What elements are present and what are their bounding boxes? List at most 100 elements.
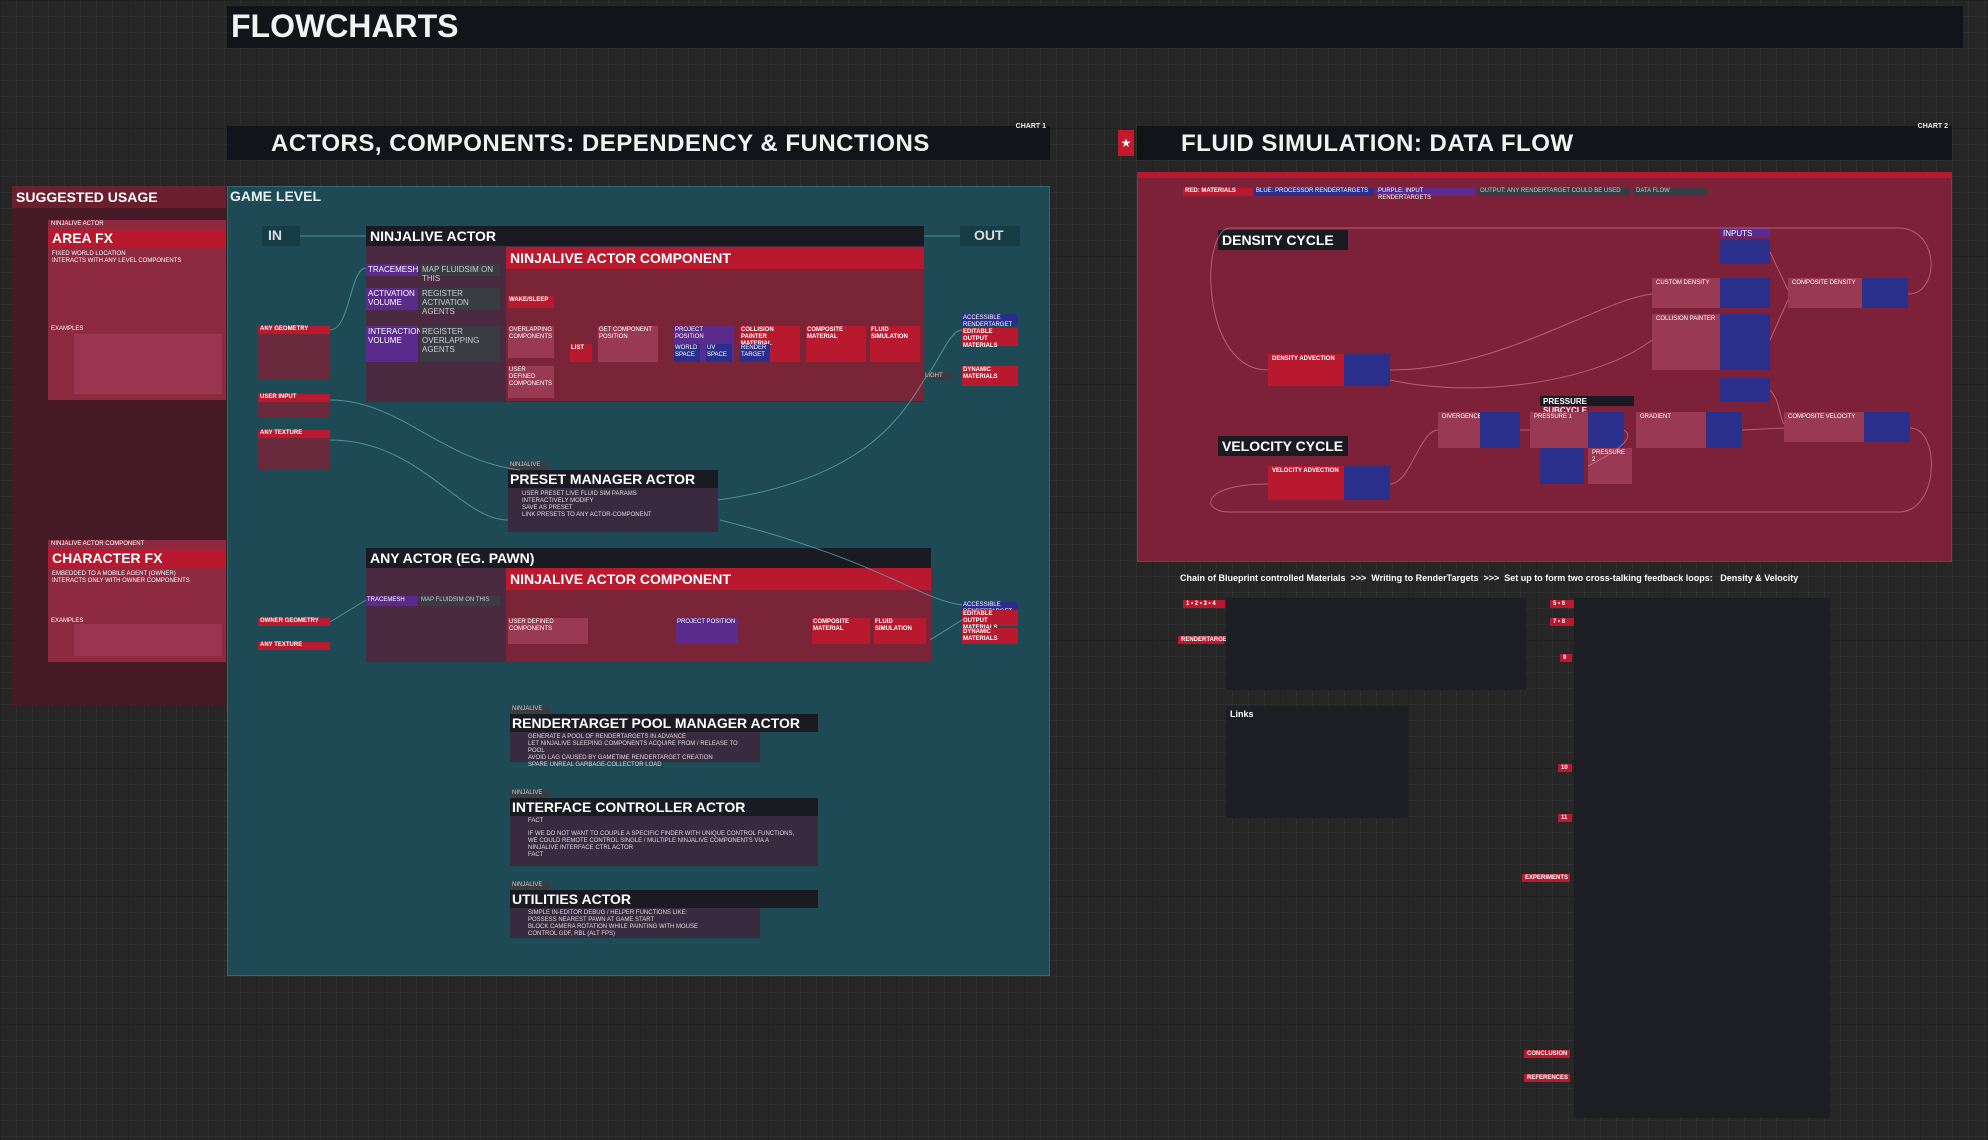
output-editable-materials[interactable]: EDITABLE OUTPUT MATERIALS bbox=[962, 328, 1018, 349]
c2-gradient[interactable]: GRADIENT bbox=[1636, 412, 1706, 448]
input-any-geometry[interactable]: ANY GEOMETRY bbox=[258, 326, 330, 334]
rt-pool-body: GENERATE A POOL OF RENDERTARGETS IN ADVA… bbox=[510, 732, 760, 768]
actor-row-activation[interactable]: ACTIVATION VOLUME bbox=[366, 288, 418, 310]
node-list[interactable]: LIST bbox=[570, 344, 592, 362]
character-fx-examples-box bbox=[74, 624, 222, 656]
chart2-marker[interactable]: ★ bbox=[1118, 130, 1134, 156]
any-actor-title: ANY ACTOR (EG. PAWN) bbox=[370, 550, 535, 566]
any-actor-tracemesh[interactable]: TRACEMESH bbox=[366, 596, 418, 606]
interface-title: INTERFACE CONTROLLER ACTOR bbox=[512, 799, 746, 815]
c2-divergence-rt[interactable] bbox=[1480, 412, 1520, 448]
output-light[interactable]: LIGHT bbox=[924, 372, 954, 380]
preset-line-2: INTERACTIVELY MODIFY bbox=[522, 498, 594, 504]
doc-tag-references: REFERENCES bbox=[1524, 1074, 1570, 1082]
node-uv-space[interactable]: UV SPACE bbox=[706, 344, 732, 362]
chart2-tag: CHART 2 bbox=[1917, 123, 1948, 130]
actor-row-tracemesh[interactable]: TRACEMESH bbox=[366, 264, 419, 276]
ninjalive-actor-header: NINJALIVE ACTOR bbox=[366, 226, 924, 246]
owner-geometry-input[interactable]: OWNER GEOMETRY bbox=[258, 618, 330, 626]
c2-collision-painter[interactable]: COLLISION PAINTER bbox=[1652, 314, 1720, 370]
node-world-space[interactable]: WORLD SPACE bbox=[674, 344, 700, 362]
c2-pressure-2-rt-a[interactable] bbox=[1540, 448, 1584, 484]
out-label: OUT bbox=[974, 227, 1004, 243]
node-fluid-simulation[interactable]: FLUID SIMULATION bbox=[870, 326, 920, 362]
ninjalive-actor-title: NINJALIVE ACTOR bbox=[370, 228, 497, 244]
utilities-line-2: POSSESS NEAREST PAWN AT GAME START bbox=[528, 917, 655, 923]
any-actor-component-header: NINJALIVE ACTOR COMPONENT bbox=[506, 568, 931, 590]
c2-pressure-2[interactable]: PRESSURE 2 bbox=[1588, 448, 1632, 484]
chart2-footer: Chain of Blueprint controlled Materials … bbox=[1180, 573, 1799, 583]
doc-tag-7-8: 7 • 8 bbox=[1550, 618, 1580, 626]
input-user-input-list bbox=[258, 402, 330, 418]
any-actor-output-editable[interactable]: EDITABLE OUTPUT MATERIALS bbox=[962, 610, 1018, 631]
suggested-usage-label: SUGGESTED USAGE bbox=[16, 189, 158, 205]
c2-custom-density[interactable]: CUSTOM DENSITY bbox=[1652, 278, 1720, 308]
density-cycle-text: DENSITY CYCLE bbox=[1222, 232, 1334, 248]
any-actor-fluid[interactable]: FLUID SIMULATION bbox=[874, 618, 926, 644]
c2-custom-density-rt[interactable] bbox=[1720, 278, 1770, 308]
fluid-sim-header-strip bbox=[1137, 172, 1952, 178]
doc-block-rt-notes bbox=[1226, 654, 1526, 690]
c2-composite-density[interactable]: COMPOSITE DENSITY bbox=[1788, 278, 1862, 308]
c2-inputs-rt[interactable] bbox=[1720, 240, 1770, 264]
chart1-title-bar: ACTORS, COMPONENTS: DEPENDENCY & FUNCTIO… bbox=[227, 123, 1050, 160]
any-actor-map[interactable]: MAP FLUIDSIM ON THIS bbox=[420, 596, 500, 606]
c2-collision-rt[interactable] bbox=[1720, 314, 1770, 370]
c2-density-rt[interactable] bbox=[1344, 354, 1390, 386]
preset-body: USER PRESET LIVE FLUID SIM PARAMS INTERA… bbox=[508, 488, 718, 532]
area-fx-kicker: NINJALIVE ACTOR bbox=[51, 221, 104, 227]
actor-func-overlap[interactable]: REGISTER OVERLAPPING AGENTS bbox=[420, 326, 500, 362]
c2-velocity-rt[interactable] bbox=[1344, 466, 1390, 500]
c2-density-out-rt[interactable] bbox=[1862, 278, 1908, 308]
area-fx-examples: EXAMPLES bbox=[51, 326, 84, 332]
preset-kicker: NINJALIVE bbox=[508, 462, 548, 470]
c2-density-advection[interactable]: DENSITY ADVECTION bbox=[1268, 354, 1344, 386]
output-dynamic-materials[interactable]: DYNAMIC MATERIALS bbox=[962, 366, 1018, 386]
doc-block-right bbox=[1574, 598, 1830, 1118]
actor-row-interaction[interactable]: INTERACTION VOLUME bbox=[366, 326, 422, 362]
actor-func-activation[interactable]: REGISTER ACTIVATION AGENTS bbox=[420, 288, 500, 316]
node-user-defined[interactable]: USER DEFINED COMPONENTS bbox=[508, 366, 554, 398]
node-get-position[interactable]: GET COMPONENT POSITION bbox=[598, 326, 658, 362]
doc-tag-11: 11 bbox=[1558, 814, 1572, 822]
any-actor-component-title: NINJALIVE ACTOR COMPONENT bbox=[510, 571, 731, 587]
velocity-cycle-label: VELOCITY CYCLE bbox=[1218, 436, 1348, 456]
character-fx-title: CHARACTER FX bbox=[48, 549, 226, 567]
interface-line-1: FACT bbox=[528, 818, 544, 824]
input-any-texture[interactable]: ANY TEXTURE bbox=[258, 430, 330, 438]
c2-velocity-advection[interactable]: VELOCITY ADVECTION bbox=[1268, 466, 1344, 500]
interface-line-2: IF WE DO NOT WANT TO COUPLE A SPECIFIC F… bbox=[528, 831, 795, 851]
density-cycle-label: DENSITY CYCLE bbox=[1218, 230, 1348, 250]
c2-composite-velocity[interactable]: COMPOSITE VELOCITY bbox=[1784, 412, 1864, 442]
c2-divergence[interactable]: DIVERGENCE bbox=[1438, 412, 1482, 448]
node-overlapping[interactable]: OVERLAPPING COMPONENTS bbox=[508, 326, 554, 358]
input-user-input[interactable]: USER INPUT bbox=[258, 394, 330, 402]
pressure-subcycle-text: PRESSURE SUBCYCLE bbox=[1543, 397, 1588, 415]
any-actor-project[interactable]: PROJECT POSITION bbox=[676, 618, 738, 644]
any-actor-output-dynamic[interactable]: DYNAMIC MATERIALS bbox=[962, 628, 1018, 644]
in-label: IN bbox=[268, 227, 282, 243]
node-render-target[interactable]: RENDER TARGET bbox=[740, 344, 770, 362]
owner-texture-input[interactable]: ANY TEXTURE bbox=[258, 642, 330, 650]
input-any-texture-list bbox=[258, 438, 330, 470]
node-composite-material[interactable]: COMPOSITE MATERIAL bbox=[806, 326, 866, 362]
any-actor-output-rt[interactable]: ACCESSIBLE RENDERTARGET bbox=[962, 602, 1018, 615]
rt-pool-line-3: AVOID LAG CAUSED BY GAMETIME RENDERTARGE… bbox=[528, 755, 713, 761]
inputs-label: INPUTS bbox=[1723, 229, 1753, 238]
chart2-title: FLUID SIMULATION: DATA FLOW bbox=[1181, 130, 1574, 157]
pressure-subcycle-label: PRESSURE SUBCYCLE bbox=[1540, 396, 1634, 415]
c2-custom-velocity-rt[interactable] bbox=[1720, 378, 1770, 402]
doc-tag-conclusion: CONCLUSION bbox=[1524, 1050, 1570, 1058]
any-actor-composite[interactable]: COMPOSITE MATERIAL bbox=[812, 618, 870, 644]
c2-pressure-1[interactable]: PRESSURE 1 bbox=[1530, 412, 1588, 448]
any-actor-user-defined[interactable]: USER DEFINED COMPONENTS bbox=[508, 618, 588, 644]
legend-output: OUTPUT: ANY RENDERTARGET COULD BE USED bbox=[1478, 188, 1630, 196]
c2-pressure-1-rt[interactable] bbox=[1588, 412, 1624, 448]
output-rendertarget[interactable]: ACCESSIBLE RENDERTARGET bbox=[962, 314, 1018, 328]
node-wake-sleep[interactable]: WAKE/SLEEP bbox=[508, 296, 554, 308]
c2-gradient-rt[interactable] bbox=[1706, 412, 1742, 448]
c2-velocity-out-rt[interactable] bbox=[1864, 412, 1910, 442]
actor-func-map[interactable]: MAP FLUIDSIM ON THIS bbox=[420, 264, 500, 283]
preset-title-bar: PRESET MANAGER ACTOR bbox=[508, 470, 718, 488]
rt-pool-title: RENDERTARGET POOL MANAGER ACTOR bbox=[512, 715, 801, 731]
